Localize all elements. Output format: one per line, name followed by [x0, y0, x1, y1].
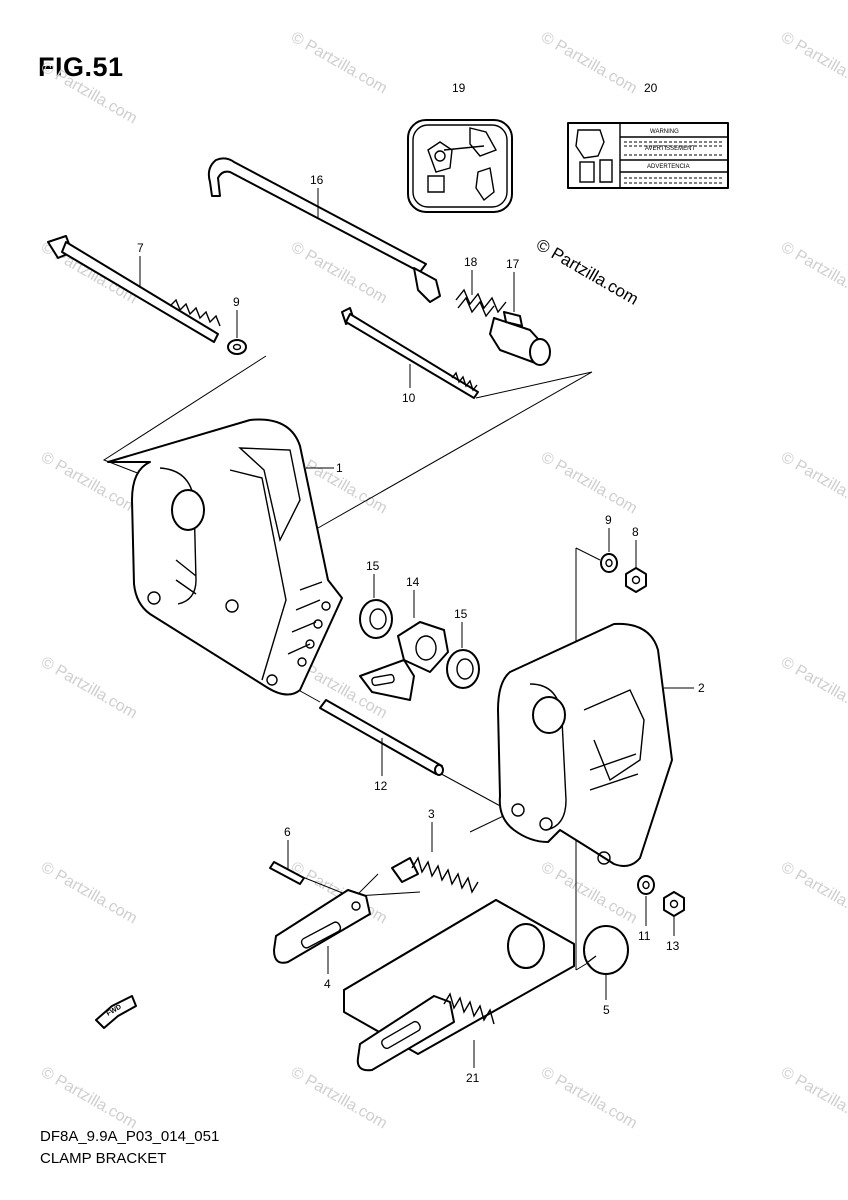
callout-8: 8: [632, 525, 639, 539]
callout-19: 19: [452, 81, 466, 95]
watermark: © Partzilla.com: [538, 1064, 640, 1133]
callout-1: 1: [336, 461, 343, 475]
partzilla-watermark: © Partzilla.com: [533, 235, 642, 309]
part-12-pin: [319, 699, 444, 776]
part-20-warning-label: WARNING AVERTISSEMENT ADVERTENCIA: [567, 122, 729, 189]
callout-15: 15: [366, 559, 380, 573]
part-11-washer: [637, 875, 655, 926]
figure-code: DF8A_9.9A_P03_014_051: [40, 1128, 220, 1145]
forward-arrow: FWD: [95, 995, 137, 1029]
part-19-decal: [407, 119, 513, 213]
figure-name: CLAMP BRACKET: [40, 1150, 167, 1167]
part-9-washer-top: [227, 310, 247, 355]
callout-17: 17: [506, 257, 520, 271]
watermark: © Partzilla.com: [778, 29, 848, 98]
watermark: © Partzilla.com: [38, 1064, 140, 1133]
callout-20: 20: [644, 81, 658, 95]
callout-18: 18: [464, 255, 478, 269]
watermark: © Partzilla.com: [778, 239, 848, 308]
callout-14: 14: [406, 575, 420, 589]
callout-13: 13: [666, 939, 680, 953]
watermark: © Partzilla.com: [778, 859, 848, 928]
part-9-washer-right: [600, 528, 618, 573]
watermark: © Partzilla.com: [778, 654, 848, 723]
callout-7: 7: [137, 241, 144, 255]
part-10-bolt: [341, 307, 479, 399]
callouts: 1 2 3 4 5 6 7 8 9 9 10 11 12 13 14 15 15…: [137, 81, 705, 1085]
watermark: © Partzilla.com: [538, 29, 640, 98]
figure-title: FIG.51: [38, 52, 124, 82]
part-14-plate: [359, 590, 449, 701]
callout-21: 21: [466, 1071, 480, 1085]
part-6-pin: [269, 840, 305, 885]
advertencia-heading: ADVERTENCIA: [647, 164, 690, 170]
part-4-handle: [273, 889, 371, 974]
callout-5: 5: [603, 1003, 610, 1017]
callout-3: 3: [428, 807, 435, 821]
part-15-bushing-left: [359, 574, 393, 639]
part-18-spring: [455, 270, 507, 318]
callout-9: 9: [605, 513, 612, 527]
callout-9: 9: [233, 295, 240, 309]
watermark: © Partzilla.com: [38, 654, 140, 723]
part-15-bushing-right: [446, 622, 480, 689]
part-16-lever-rod: [207, 157, 441, 303]
part-13-nut: [663, 891, 685, 936]
part-5-pad: [583, 925, 629, 1000]
callout-12: 12: [374, 779, 388, 793]
part-2-clamp-bracket: [497, 622, 694, 867]
warning-heading: WARNING: [650, 129, 679, 135]
watermark: © Partzilla.com: [778, 449, 848, 518]
watermark: © Partzilla.com: [38, 859, 140, 928]
part-21-assembly: [343, 899, 575, 1072]
callout-10: 10: [402, 391, 416, 405]
watermark: © Partzilla.com: [38, 59, 140, 128]
watermark: © Partzilla.com: [288, 1064, 390, 1133]
part-17-collar: [489, 272, 551, 366]
avertissement-heading: AVERTISSEMENT: [645, 146, 695, 152]
watermark: © Partzilla.com: [538, 859, 640, 928]
watermark: © Partzilla.com: [778, 1064, 848, 1133]
watermark: © Partzilla.com: [538, 449, 640, 518]
callout-16: 16: [310, 173, 324, 187]
callout-4: 4: [324, 977, 331, 991]
part-3-screw: [391, 822, 479, 894]
part-1-clamp-bracket: [107, 418, 343, 696]
callout-15: 15: [454, 607, 468, 621]
part-7-bolt: [47, 235, 221, 343]
callout-2: 2: [698, 681, 705, 695]
callout-6: 6: [284, 825, 291, 839]
watermark: © Partzilla.com: [288, 29, 390, 98]
part-8-nut: [625, 540, 647, 593]
callout-11: 11: [638, 929, 651, 943]
